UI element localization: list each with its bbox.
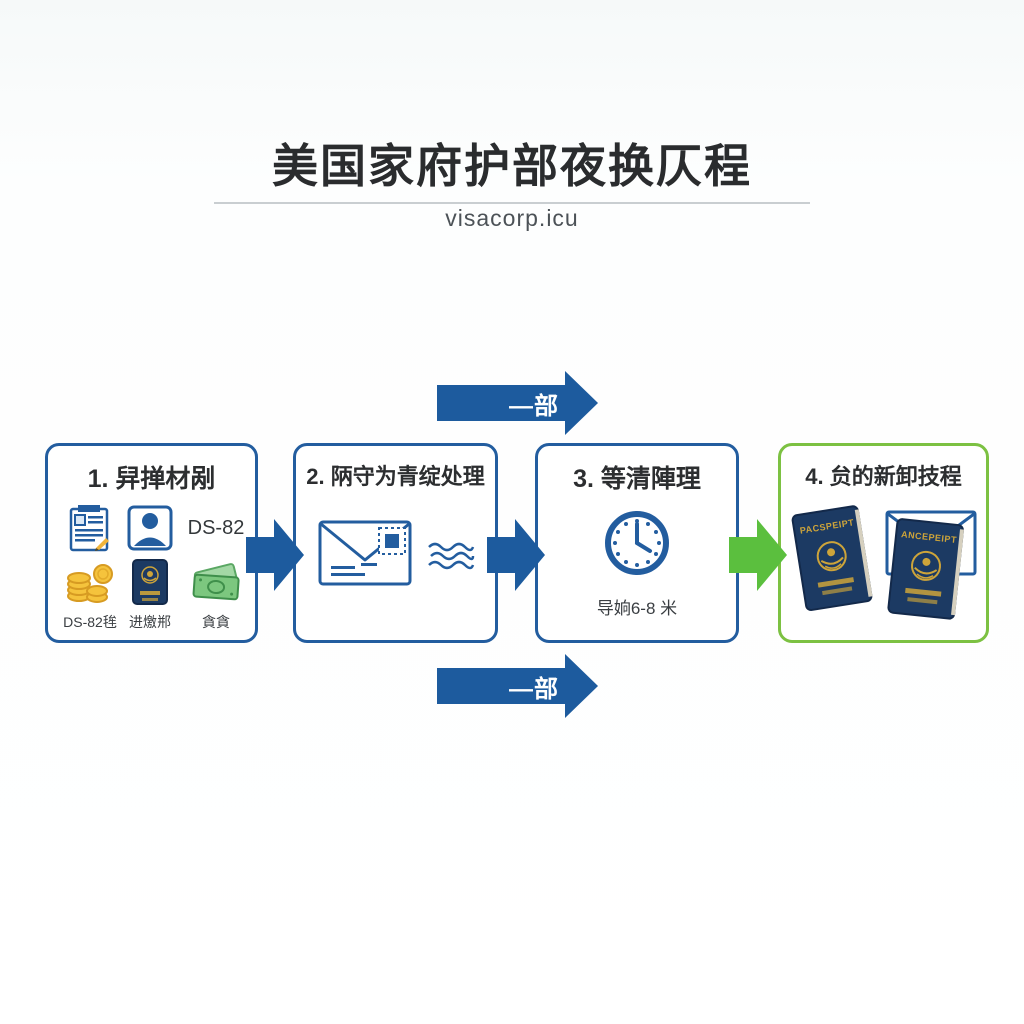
title-divider: [214, 202, 810, 204]
step-4-title: 4. 贠的新卸技程: [805, 464, 962, 489]
arrow-right-icon: —部: [437, 668, 565, 704]
page-title: 美国家府护部夜换仄程: [272, 140, 752, 192]
processing-time-label: 导姠6-8 米: [596, 599, 678, 618]
step-3-title: 3. 等清陣理: [573, 465, 701, 493]
label-fee: 貪貪: [202, 614, 230, 630]
step-box-4: 4. 贠的新卸技程 ANCEPEIPT: [778, 443, 989, 643]
arrow-head-icon: [757, 519, 787, 591]
connector-arrow-3: [729, 519, 787, 591]
website-subtitle: visacorp.icu: [445, 205, 579, 231]
top-banner-arrow: —部: [437, 371, 598, 435]
arrow-body: [246, 537, 274, 573]
arrow-body: [729, 537, 757, 573]
arrow-body: [487, 537, 515, 573]
clock-icon: [605, 511, 669, 575]
arrow-head-icon: [565, 654, 598, 718]
step-2-title: 2. 陃守为青绽处理: [306, 464, 485, 489]
step-box-1: 1. 舁掸材剐 DS-82: [45, 443, 258, 643]
envelope-stamp-icon: [318, 520, 411, 586]
money-icon: [192, 563, 240, 601]
document-icon: [69, 505, 109, 552]
arrow-right-icon: —部: [437, 385, 565, 421]
top-arrow-label: —部: [509, 392, 559, 420]
step-1-title: 1. 舁掸材剐: [87, 465, 216, 493]
mail-waves-icon: [427, 542, 474, 570]
step-2-artwork: [296, 518, 495, 588]
label-old-passport: 进燩郱: [129, 614, 171, 630]
arrow-head-icon: [565, 371, 598, 435]
passport-icon: [132, 559, 168, 605]
passports-icon: ANCEPEIPT PACSPEIPT: [791, 505, 976, 620]
connector-arrow-1: [246, 519, 304, 591]
arrow-head-icon: [515, 519, 545, 591]
connector-arrow-2: [487, 519, 545, 591]
step-box-2: 2. 陃守为青绽处理: [293, 443, 498, 643]
coins-icon: [67, 564, 113, 603]
step-1-icon-grid: DS-82: [61, 504, 251, 632]
label-ds82-form: DS-82毪: [63, 614, 117, 630]
step-box-3: 3. 等清陣理 导姠6-8 米: [535, 443, 739, 643]
person-icon: [127, 505, 173, 551]
bottom-arrow-label: —部: [509, 675, 559, 703]
bottom-banner-arrow: —部: [437, 654, 598, 718]
ds82-form-text: DS-82: [187, 516, 245, 539]
arrow-head-icon: [274, 519, 304, 591]
